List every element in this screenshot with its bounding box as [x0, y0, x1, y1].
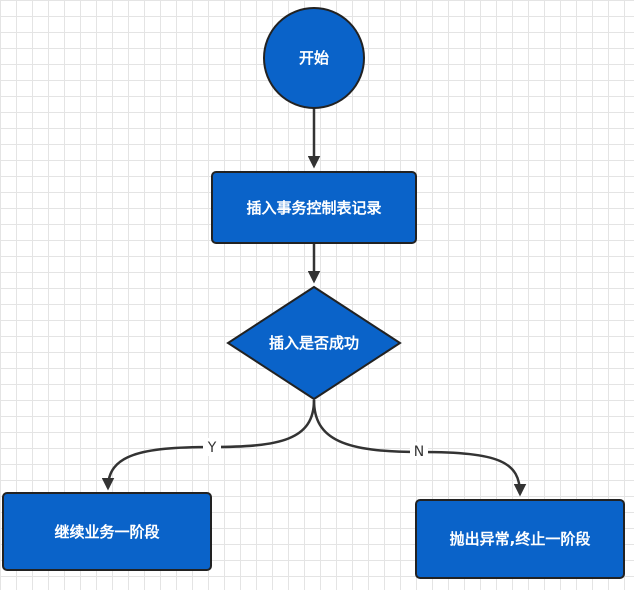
- continue-node[interactable]: 继续业务一阶段: [2, 492, 212, 571]
- continue-box: [2, 492, 212, 571]
- yes-label: Y: [207, 440, 217, 456]
- start-node[interactable]: 开始: [263, 7, 365, 109]
- insert-record-node[interactable]: 插入事务控制表记录: [211, 171, 417, 244]
- no-label: N: [414, 444, 424, 460]
- no-label-bg: [410, 442, 428, 460]
- decision-diamond: [226, 285, 402, 401]
- continue-label: 继续业务一阶段: [54, 523, 159, 541]
- abort-node[interactable]: 抛出异常,终止一阶段: [415, 499, 625, 579]
- insert-record-label: 插入事务控制表记录: [246, 199, 381, 217]
- abort-box: [415, 499, 625, 579]
- start-circle: [263, 7, 365, 109]
- yes-label-bg: [203, 438, 221, 456]
- decision-label: 插入是否成功: [269, 334, 359, 352]
- start-label: 开始: [299, 49, 329, 67]
- insert-record-box: [211, 171, 417, 244]
- decision-node[interactable]: 插入是否成功: [226, 285, 402, 401]
- abort-label: 抛出异常,终止一阶段: [450, 530, 591, 548]
